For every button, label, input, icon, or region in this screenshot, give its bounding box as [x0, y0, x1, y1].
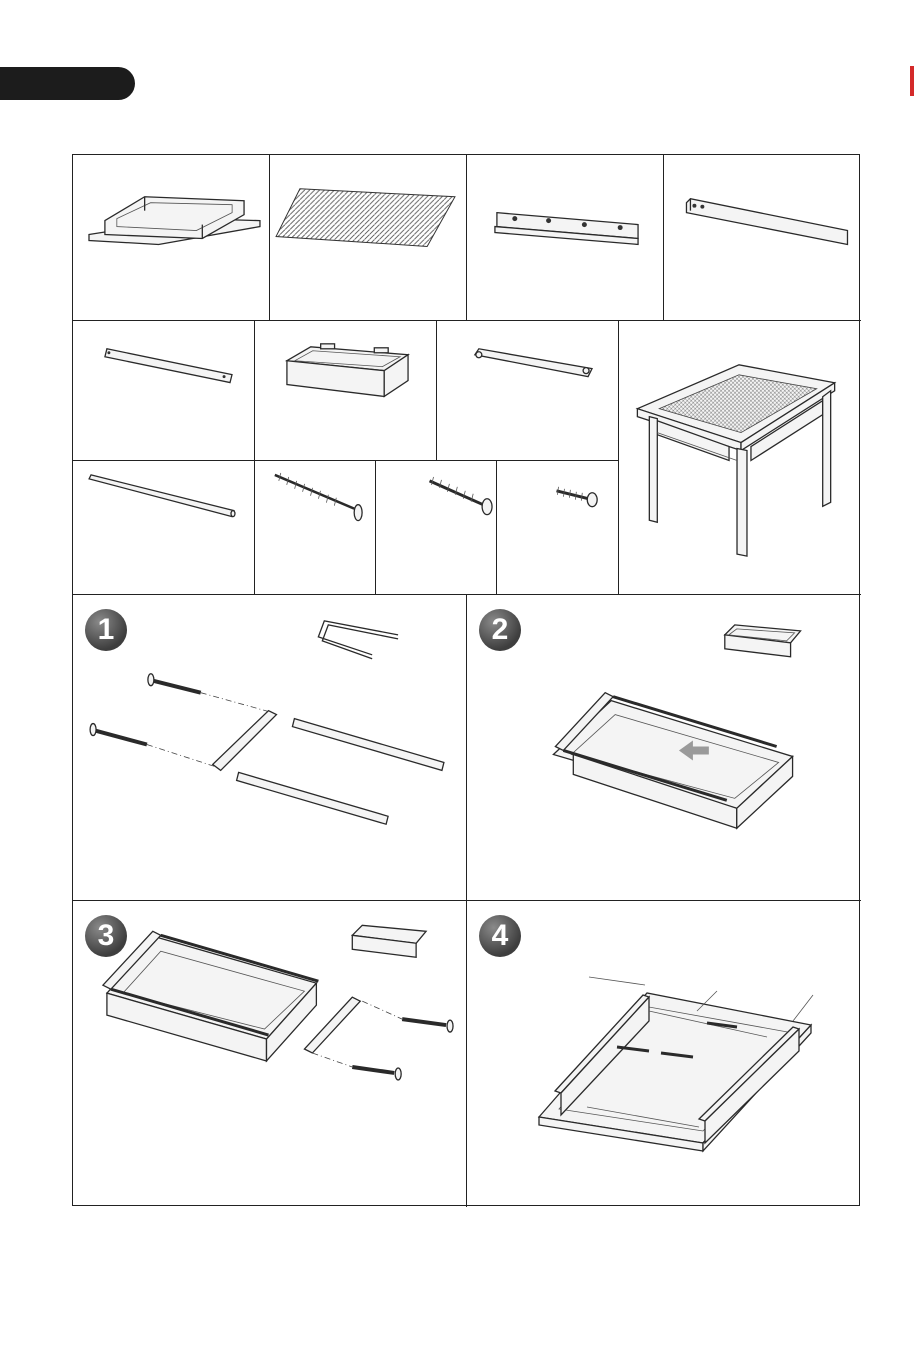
- tabletop-frame-drawing: [73, 155, 269, 320]
- part-medium-screw: [376, 461, 497, 595]
- step-1-panel: 1: [73, 595, 467, 901]
- short-screw-drawing: [497, 461, 618, 594]
- step-2-drawing: [467, 595, 861, 900]
- part-tabletop-frame: [73, 155, 270, 321]
- side-rail-drawing: [467, 155, 663, 320]
- step-4-drawing: [467, 901, 861, 1207]
- part-short-bar: [437, 321, 619, 461]
- part-long-rod: [73, 461, 255, 595]
- top-grate-drawing: [270, 155, 466, 320]
- part-side-rail: [467, 155, 664, 321]
- section-tab: [0, 67, 135, 100]
- part-flat-rail: [73, 321, 255, 461]
- step-2-panel: 2: [467, 595, 861, 901]
- assembled-table-preview: [619, 321, 861, 595]
- step-3-panel: 3: [73, 901, 467, 1207]
- short-bar-drawing: [437, 321, 618, 460]
- edge-marker: [910, 66, 914, 96]
- assembly-sheet: 1 2: [72, 154, 860, 1206]
- part-drawer-box: [255, 321, 437, 461]
- part-table-leg: [664, 155, 861, 321]
- part-long-screw: [255, 461, 376, 595]
- long-rod-drawing: [73, 461, 254, 594]
- part-short-screw: [497, 461, 619, 595]
- flat-rail-drawing: [73, 321, 254, 460]
- drawer-box-drawing: [255, 321, 436, 460]
- step-1-drawing: [73, 595, 466, 900]
- medium-screw-drawing: [376, 461, 496, 594]
- long-screw-drawing: [255, 461, 375, 594]
- step-3-drawing: [73, 901, 466, 1207]
- assembled-table-drawing: [619, 321, 861, 594]
- step-4-panel: 4: [467, 901, 861, 1207]
- table-leg-drawing: [664, 155, 861, 320]
- part-top-grate: [270, 155, 467, 321]
